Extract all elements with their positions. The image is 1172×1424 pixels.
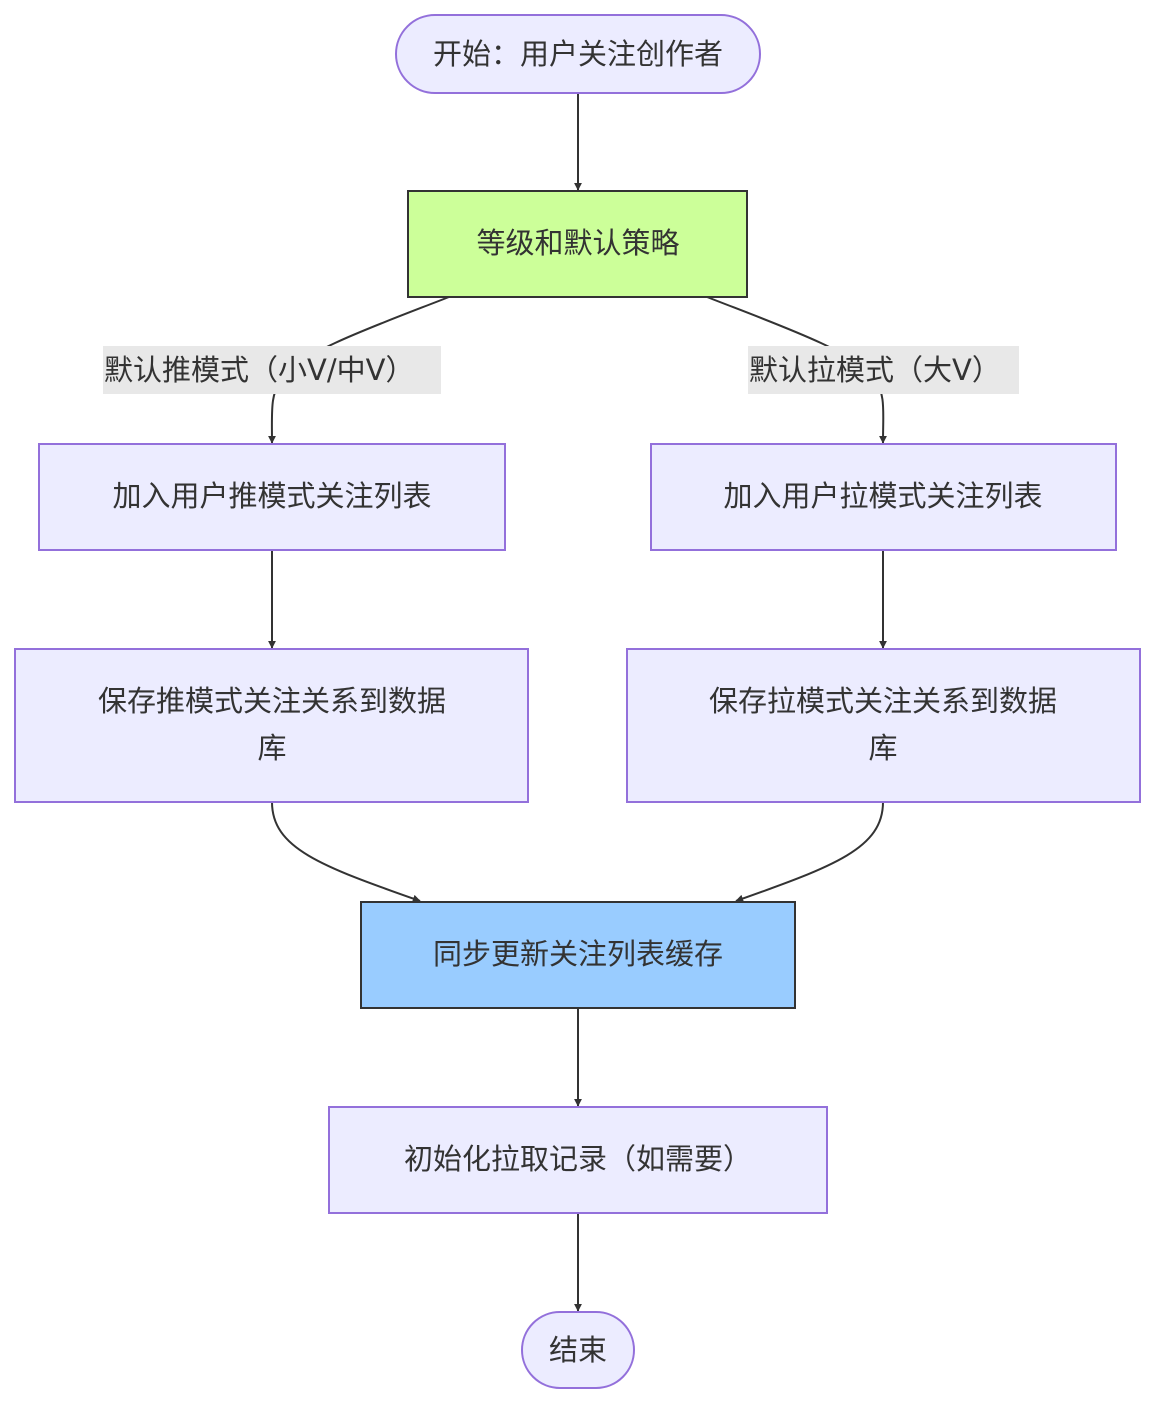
node-save-push-line1: 保存推模式关注关系到数据 bbox=[98, 684, 446, 718]
node-save-push-line2: 库 bbox=[257, 731, 286, 765]
node-sync-cache-label: 同步更新关注列表缓存 bbox=[433, 937, 723, 971]
node-save-pull-line2: 库 bbox=[868, 731, 897, 765]
node-add-pull: 加入用户拉模式关注列表 bbox=[650, 443, 1117, 551]
edge-label-push-mode: 默认推模式（小V/中V） bbox=[103, 346, 441, 394]
node-save-push: 保存推模式关注关系到数据 库 bbox=[14, 648, 529, 803]
node-save-pull-line1: 保存拉模式关注关系到数据 bbox=[709, 684, 1057, 718]
node-start: 开始：用户关注创作者 bbox=[395, 14, 761, 94]
edge-label-pull-mode-text: 默认拉模式（大V） bbox=[749, 353, 1001, 387]
node-add-pull-label: 加入用户拉模式关注列表 bbox=[723, 479, 1042, 513]
edge-label-push-mode-text: 默认推模式（小V/中V） bbox=[104, 353, 414, 387]
node-init-pull-label: 初始化拉取记录（如需要） bbox=[404, 1142, 752, 1176]
edge-label-pull-mode: 默认拉模式（大V） bbox=[748, 346, 1019, 394]
node-add-push: 加入用户推模式关注列表 bbox=[38, 443, 506, 551]
edge-save-push-to-sync bbox=[271, 801, 421, 903]
node-end-label: 结束 bbox=[549, 1333, 607, 1367]
node-strategy: 等级和默认策略 bbox=[407, 190, 748, 298]
node-strategy-label: 等级和默认策略 bbox=[476, 226, 679, 260]
node-end: 结束 bbox=[521, 1311, 635, 1389]
edge-label-background bbox=[103, 346, 441, 394]
node-init-pull: 初始化拉取记录（如需要） bbox=[328, 1106, 828, 1214]
node-sync-cache: 同步更新关注列表缓存 bbox=[360, 901, 796, 1009]
edge-save-pull-to-sync bbox=[735, 801, 884, 903]
node-start-label: 开始：用户关注创作者 bbox=[433, 37, 723, 71]
edge-label-background bbox=[748, 346, 1019, 394]
node-save-pull: 保存拉模式关注关系到数据 库 bbox=[626, 648, 1141, 803]
node-add-push-label: 加入用户推模式关注列表 bbox=[112, 479, 431, 513]
